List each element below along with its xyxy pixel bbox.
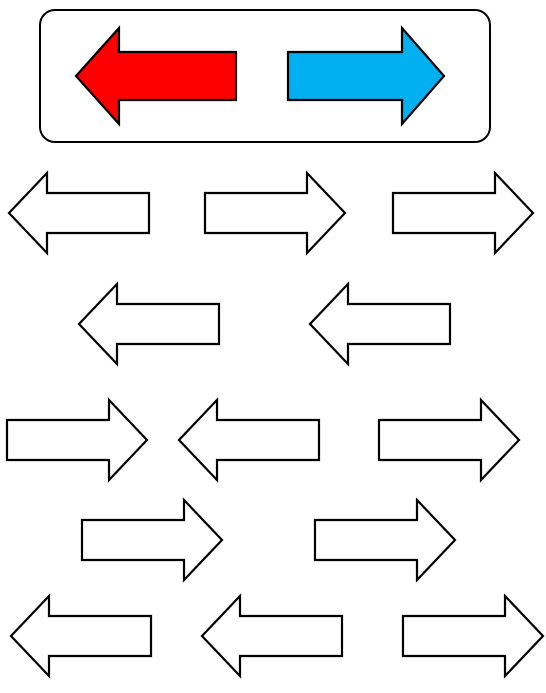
arrow-left-row3-2 (177, 397, 321, 483)
arrow-left-row2-2 (308, 281, 452, 367)
arrow-right-row4-2-shape (313, 497, 457, 583)
arrow-right-row4-1-shape (80, 497, 224, 583)
arrow-left-row5-2 (200, 593, 344, 679)
arrow-left-row2-1 (77, 281, 221, 367)
arrow-right-row3-1 (5, 397, 149, 483)
arrow-left-row5-1 (9, 593, 153, 679)
legend-left-arrow (74, 25, 238, 127)
arrow-right-row5-3 (401, 593, 545, 679)
legend-left-arrow-shape (74, 25, 238, 127)
arrow-right-row3-3-shape (377, 397, 521, 483)
arrow-left-row2-1-shape (77, 281, 221, 367)
arrow-right-row1-2 (203, 170, 347, 256)
legend-right-arrow (286, 25, 446, 127)
arrow-right-row1-3 (391, 170, 535, 256)
arrow-right-row1-3-shape (391, 170, 535, 256)
arrow-left-row3-2-shape (177, 397, 321, 483)
arrow-left-row5-1-shape (9, 593, 153, 679)
arrow-right-row3-3 (377, 397, 521, 483)
arrow-right-row5-3-shape (401, 593, 545, 679)
arrow-right-row3-1-shape (5, 397, 149, 483)
arrow-left-row1-1-shape (7, 170, 151, 256)
arrow-right-row4-1 (80, 497, 224, 583)
arrow-left-row5-2-shape (200, 593, 344, 679)
arrow-left-row2-2-shape (308, 281, 452, 367)
arrow-right-row1-2-shape (203, 170, 347, 256)
legend-right-arrow-shape (286, 25, 446, 127)
arrow-left-row1-1 (7, 170, 151, 256)
arrow-right-row4-2 (313, 497, 457, 583)
